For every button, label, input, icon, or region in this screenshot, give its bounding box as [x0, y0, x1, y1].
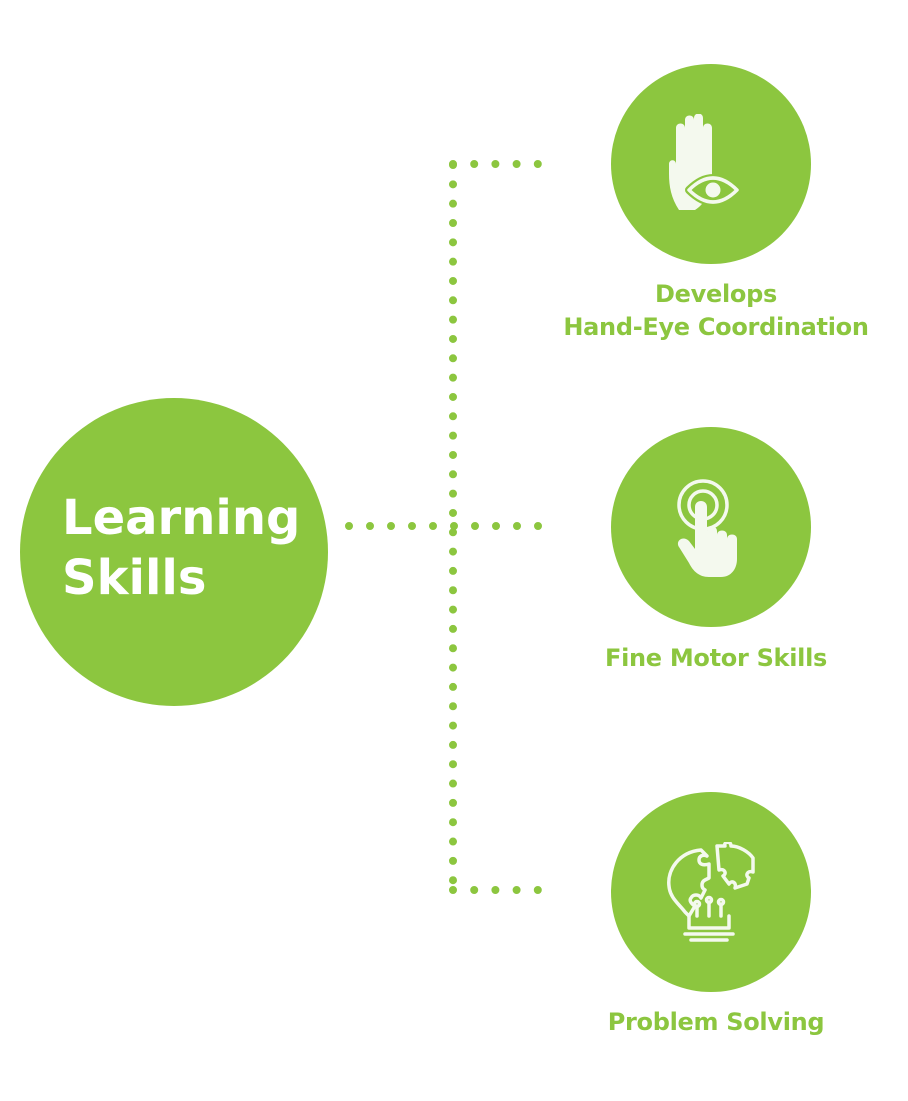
lightbulb-puzzle-icon [667, 842, 755, 942]
problem-solving-node-circle [611, 792, 811, 992]
hand-eye-label: Develops Hand-Eye Coordination [563, 280, 869, 341]
fine-motor-label: Fine Motor Skills [605, 644, 827, 672]
hand-eye-icon [669, 114, 741, 210]
fine-motor-node-circle [611, 427, 811, 627]
learning-skills-circle [20, 398, 328, 706]
problem-solving-label: Problem Solving [607, 1008, 825, 1036]
hand-eye-node-circle [611, 64, 811, 264]
learning-skills-title: Learning Skills [62, 490, 301, 606]
finger-tap-icon [677, 479, 737, 577]
